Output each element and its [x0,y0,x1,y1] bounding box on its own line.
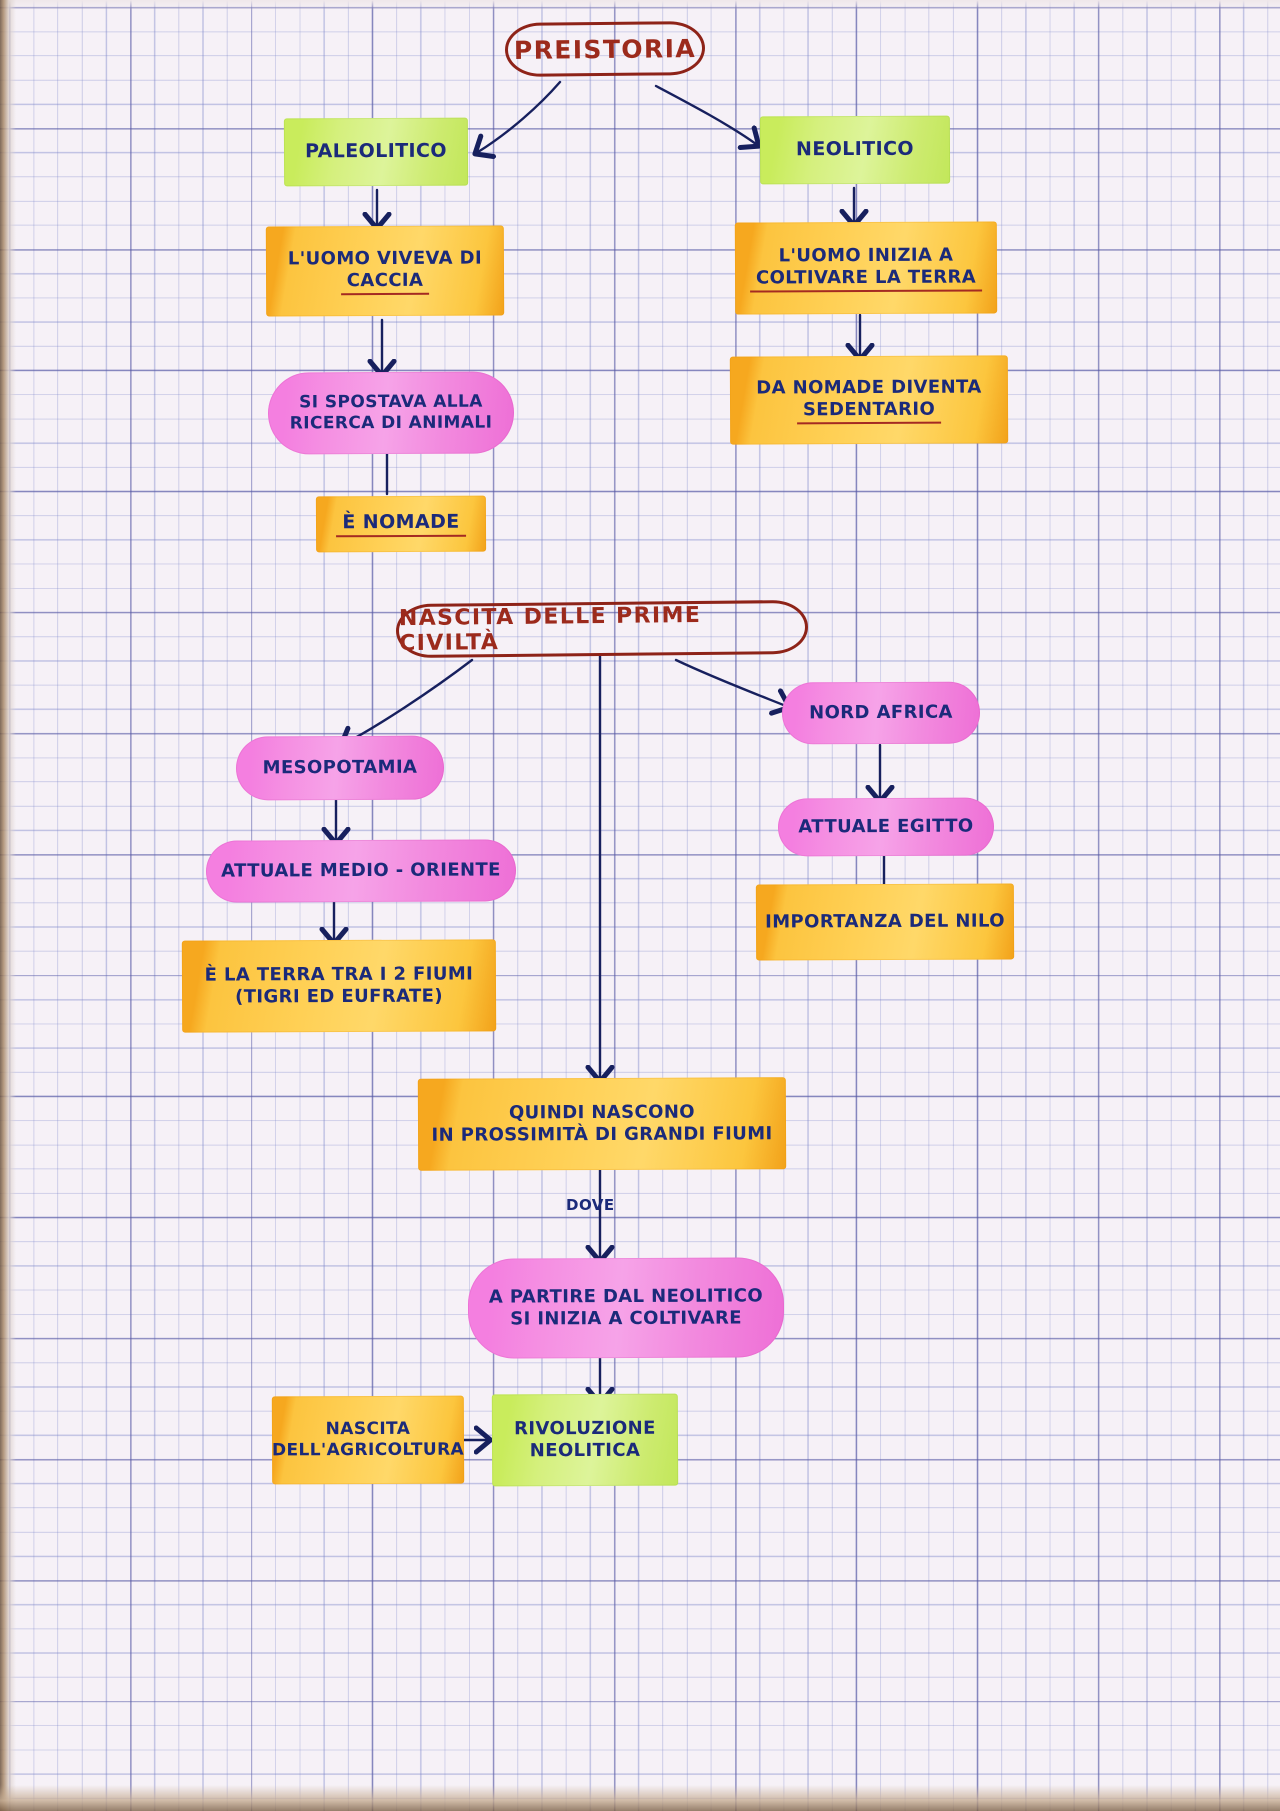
node-nascita-agricoltura-line1: NASCITA [325,1418,411,1439]
node-importanza-nilo[interactable]: IMPORTANZA DEL NILO [755,883,1015,961]
label-dove: DOVE [566,1196,615,1214]
node-si-spostava-line1: SI SPOSTAVA ALLA [299,391,483,413]
node-nord-africa-label: NORD AFRICA [809,701,953,724]
node-rivoluzione-neolitica-line1: RIVOLUZIONE [514,1417,656,1439]
node-uomo-caccia-line1: L'UOMO VIVEVA DI [287,247,483,269]
node-si-spostava[interactable]: SI SPOSTAVA ALLA RICERCA DI ANIMALI [267,371,515,455]
node-e-nomade-label: È NOMADE [336,510,466,538]
node-uomo-coltiva[interactable]: L'UOMO INIZIA A COLTIVARE LA TERRA [734,221,998,315]
node-nascita-civilta[interactable]: NASCITA DELLE PRIME CIVILTÀ [395,599,809,659]
node-nord-africa[interactable]: NORD AFRICA [781,681,981,745]
node-rivoluzione-neolitica[interactable]: RIVOLUZIONE NEOLITICA [491,1393,679,1487]
node-nomade-sedentario-line1: DA NOMADE DIVENTA [756,376,982,398]
node-terra-due-fiumi-line1: È LA TERRA TRA I 2 FIUMI [204,962,474,986]
node-si-spostava-line2: RICERCA DI ANIMALI [289,412,493,434]
node-grandi-fiumi-line1: QUINDI NASCONO [508,1101,696,1123]
paper-top-edge [0,0,1280,10]
node-preistoria-label: PREISTORIA [513,33,697,65]
node-partire-neolitico-line2: SI INIZIA A COLTIVARE [510,1307,742,1330]
node-partire-neolitico[interactable]: A PARTIRE DAL NEOLITICO SI INIZIA A COLT… [467,1257,785,1359]
node-medio-oriente-label: ATTUALE MEDIO - ORIENTE [221,859,501,882]
node-mesopotamia-label: MESOPOTAMIA [262,756,418,779]
paper-left-edge [0,0,16,1811]
node-nascita-agricoltura[interactable]: NASCITA DELL'AGRICOLTURA [271,1395,465,1485]
node-terra-due-fiumi-line2: (TIGRI ED EUFRATE) [235,985,444,1008]
node-grandi-fiumi[interactable]: QUINDI NASCONO IN PROSSIMITÀ DI GRANDI F… [417,1077,787,1171]
label-dove-text: DOVE [566,1196,615,1214]
node-mesopotamia[interactable]: MESOPOTAMIA [235,735,445,801]
node-attuale-egitto-label: ATTUALE EGITTO [798,815,974,838]
node-medio-oriente[interactable]: ATTUALE MEDIO - ORIENTE [205,839,517,903]
node-uomo-coltiva-line2: COLTIVARE LA TERRA [749,266,983,293]
node-nascita-civilta-label: NASCITA DELLE PRIME CIVILTÀ [398,602,702,657]
node-nomade-sedentario-line2: SEDENTARIO [796,398,942,424]
node-uomo-caccia-line2: CACCIA [340,269,430,295]
node-grandi-fiumi-line2: IN PROSSIMITÀ DI GRANDI FIUMI [431,1123,773,1146]
node-paleolitico[interactable]: PALEOLITICO [283,117,469,187]
node-e-nomade[interactable]: È NOMADE [315,495,487,553]
node-nascita-agricoltura-line2: DELL'AGRICOLTURA [271,1439,465,1461]
node-paleolitico-label: PALEOLITICO [305,139,447,163]
node-rivoluzione-neolitica-line2: NEOLITICA [529,1439,641,1462]
node-terra-due-fiumi[interactable]: È LA TERRA TRA I 2 FIUMI (TIGRI ED EUFRA… [181,939,497,1033]
node-partire-neolitico-line1: A PARTIRE DAL NEOLITICO [488,1284,764,1308]
node-attuale-egitto[interactable]: ATTUALE EGITTO [777,797,995,857]
node-neolitico-label: NEOLITICO [795,137,915,161]
node-preistoria[interactable]: PREISTORIA [504,20,706,78]
node-nomade-sedentario[interactable]: DA NOMADE DIVENTA SEDENTARIO [729,355,1009,445]
node-neolitico[interactable]: NEOLITICO [759,115,951,185]
node-importanza-nilo-label: IMPORTANZA DEL NILO [765,910,1005,933]
node-uomo-coltiva-line1: L'UOMO INIZIA A [778,244,954,266]
paper-bottom-edge [0,1785,1280,1811]
node-uomo-caccia[interactable]: L'UOMO VIVEVA DI CACCIA [265,225,505,317]
